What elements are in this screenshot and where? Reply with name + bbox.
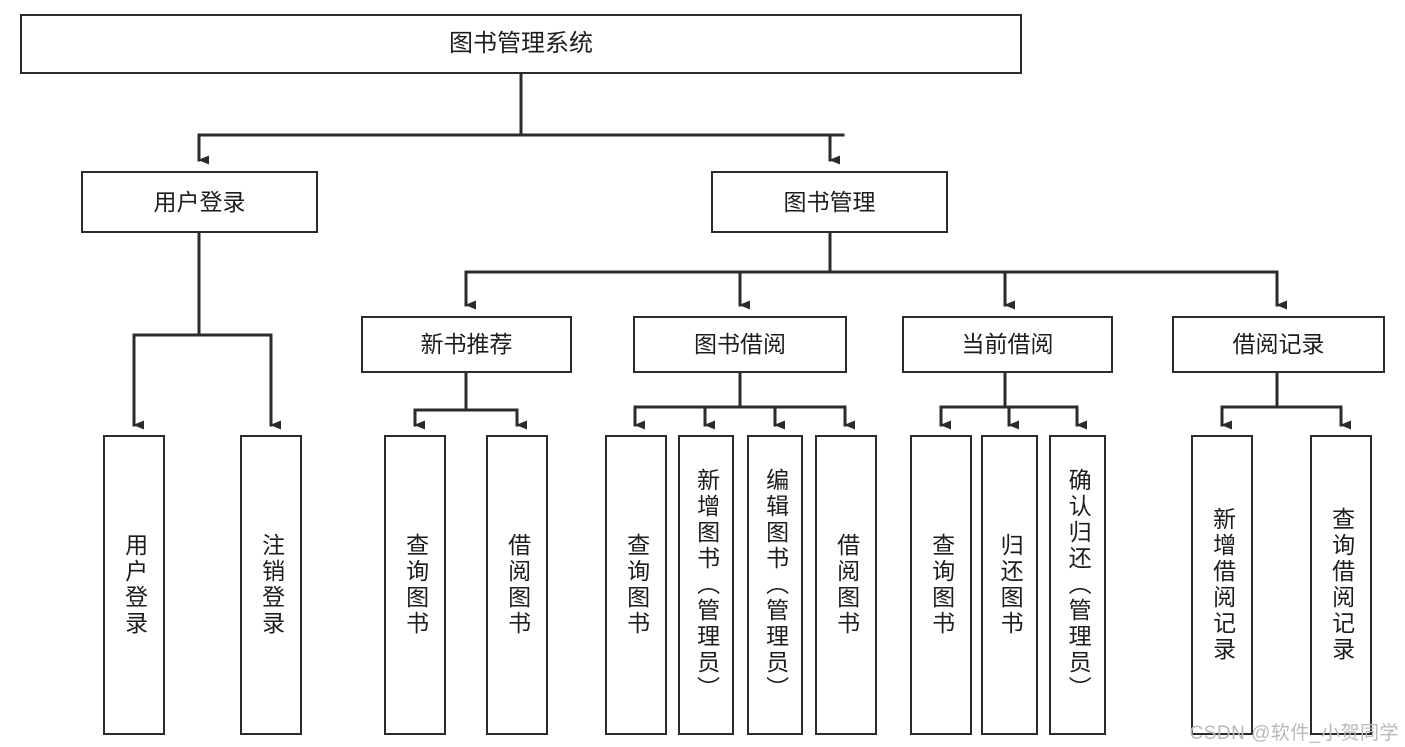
node-current-borrow-label: 当前借阅 [961, 331, 1054, 358]
node-book-borrow[interactable]: 图书借阅 [633, 316, 847, 373]
node-leaf-add-book-label: 新增图书（管理员） [693, 468, 720, 702]
node-new-book-rec[interactable]: 新书推荐 [361, 316, 572, 373]
node-leaf-user-logout[interactable]: 注销登录 [240, 435, 302, 735]
node-leaf-add-record[interactable]: 新增借阅记录 [1191, 435, 1253, 735]
node-leaf-user-login[interactable]: 用户登录 [103, 435, 165, 735]
node-leaf-query-book-1-label: 查询图书 [402, 533, 429, 637]
node-book-manage[interactable]: 图书管理 [711, 171, 948, 233]
node-leaf-confirm-return-label: 确认归还（管理员） [1065, 468, 1092, 702]
node-leaf-user-logout-label: 注销登录 [258, 533, 285, 637]
node-book-borrow-label: 图书借阅 [694, 331, 786, 358]
node-leaf-query-book-1[interactable]: 查询图书 [384, 435, 446, 735]
node-user-login[interactable]: 用户登录 [81, 171, 318, 233]
node-user-login-label: 用户登录 [153, 188, 246, 215]
node-leaf-query-book-2[interactable]: 查询图书 [605, 435, 667, 735]
node-borrow-record[interactable]: 借阅记录 [1172, 316, 1385, 373]
node-leaf-query-book-2-label: 查询图书 [623, 533, 650, 637]
node-leaf-query-book-3[interactable]: 查询图书 [910, 435, 972, 735]
node-leaf-borrow-book-2-label: 借阅图书 [833, 533, 860, 637]
node-leaf-query-record[interactable]: 查询借阅记录 [1310, 435, 1372, 735]
node-leaf-borrow-book-1-label: 借阅图书 [504, 533, 531, 637]
node-leaf-query-book-3-label: 查询图书 [928, 533, 955, 637]
node-leaf-return-book-label: 归还图书 [997, 533, 1024, 637]
node-leaf-user-login-label: 用户登录 [121, 533, 148, 637]
node-leaf-edit-book-label: 编辑图书（管理员） [762, 468, 789, 702]
node-leaf-add-book[interactable]: 新增图书（管理员） [678, 435, 734, 735]
node-root-label: 图书管理系统 [449, 30, 593, 58]
node-leaf-add-record-label: 新增借阅记录 [1209, 507, 1236, 663]
node-new-book-rec-label: 新书推荐 [420, 331, 513, 358]
node-leaf-edit-book[interactable]: 编辑图书（管理员） [747, 435, 803, 735]
node-leaf-confirm-return[interactable]: 确认归还（管理员） [1049, 435, 1106, 735]
node-root[interactable]: 图书管理系统 [20, 14, 1022, 74]
node-book-manage-label: 图书管理 [783, 188, 876, 215]
node-leaf-query-record-label: 查询借阅记录 [1328, 507, 1355, 663]
node-current-borrow[interactable]: 当前借阅 [902, 316, 1113, 373]
watermark: CSDN @软件_小贺同学 [1189, 723, 1399, 744]
node-borrow-record-label: 借阅记录 [1232, 331, 1325, 358]
node-leaf-borrow-book-1[interactable]: 借阅图书 [486, 435, 548, 735]
node-leaf-borrow-book-2[interactable]: 借阅图书 [815, 435, 877, 735]
node-leaf-return-book[interactable]: 归还图书 [981, 435, 1038, 735]
